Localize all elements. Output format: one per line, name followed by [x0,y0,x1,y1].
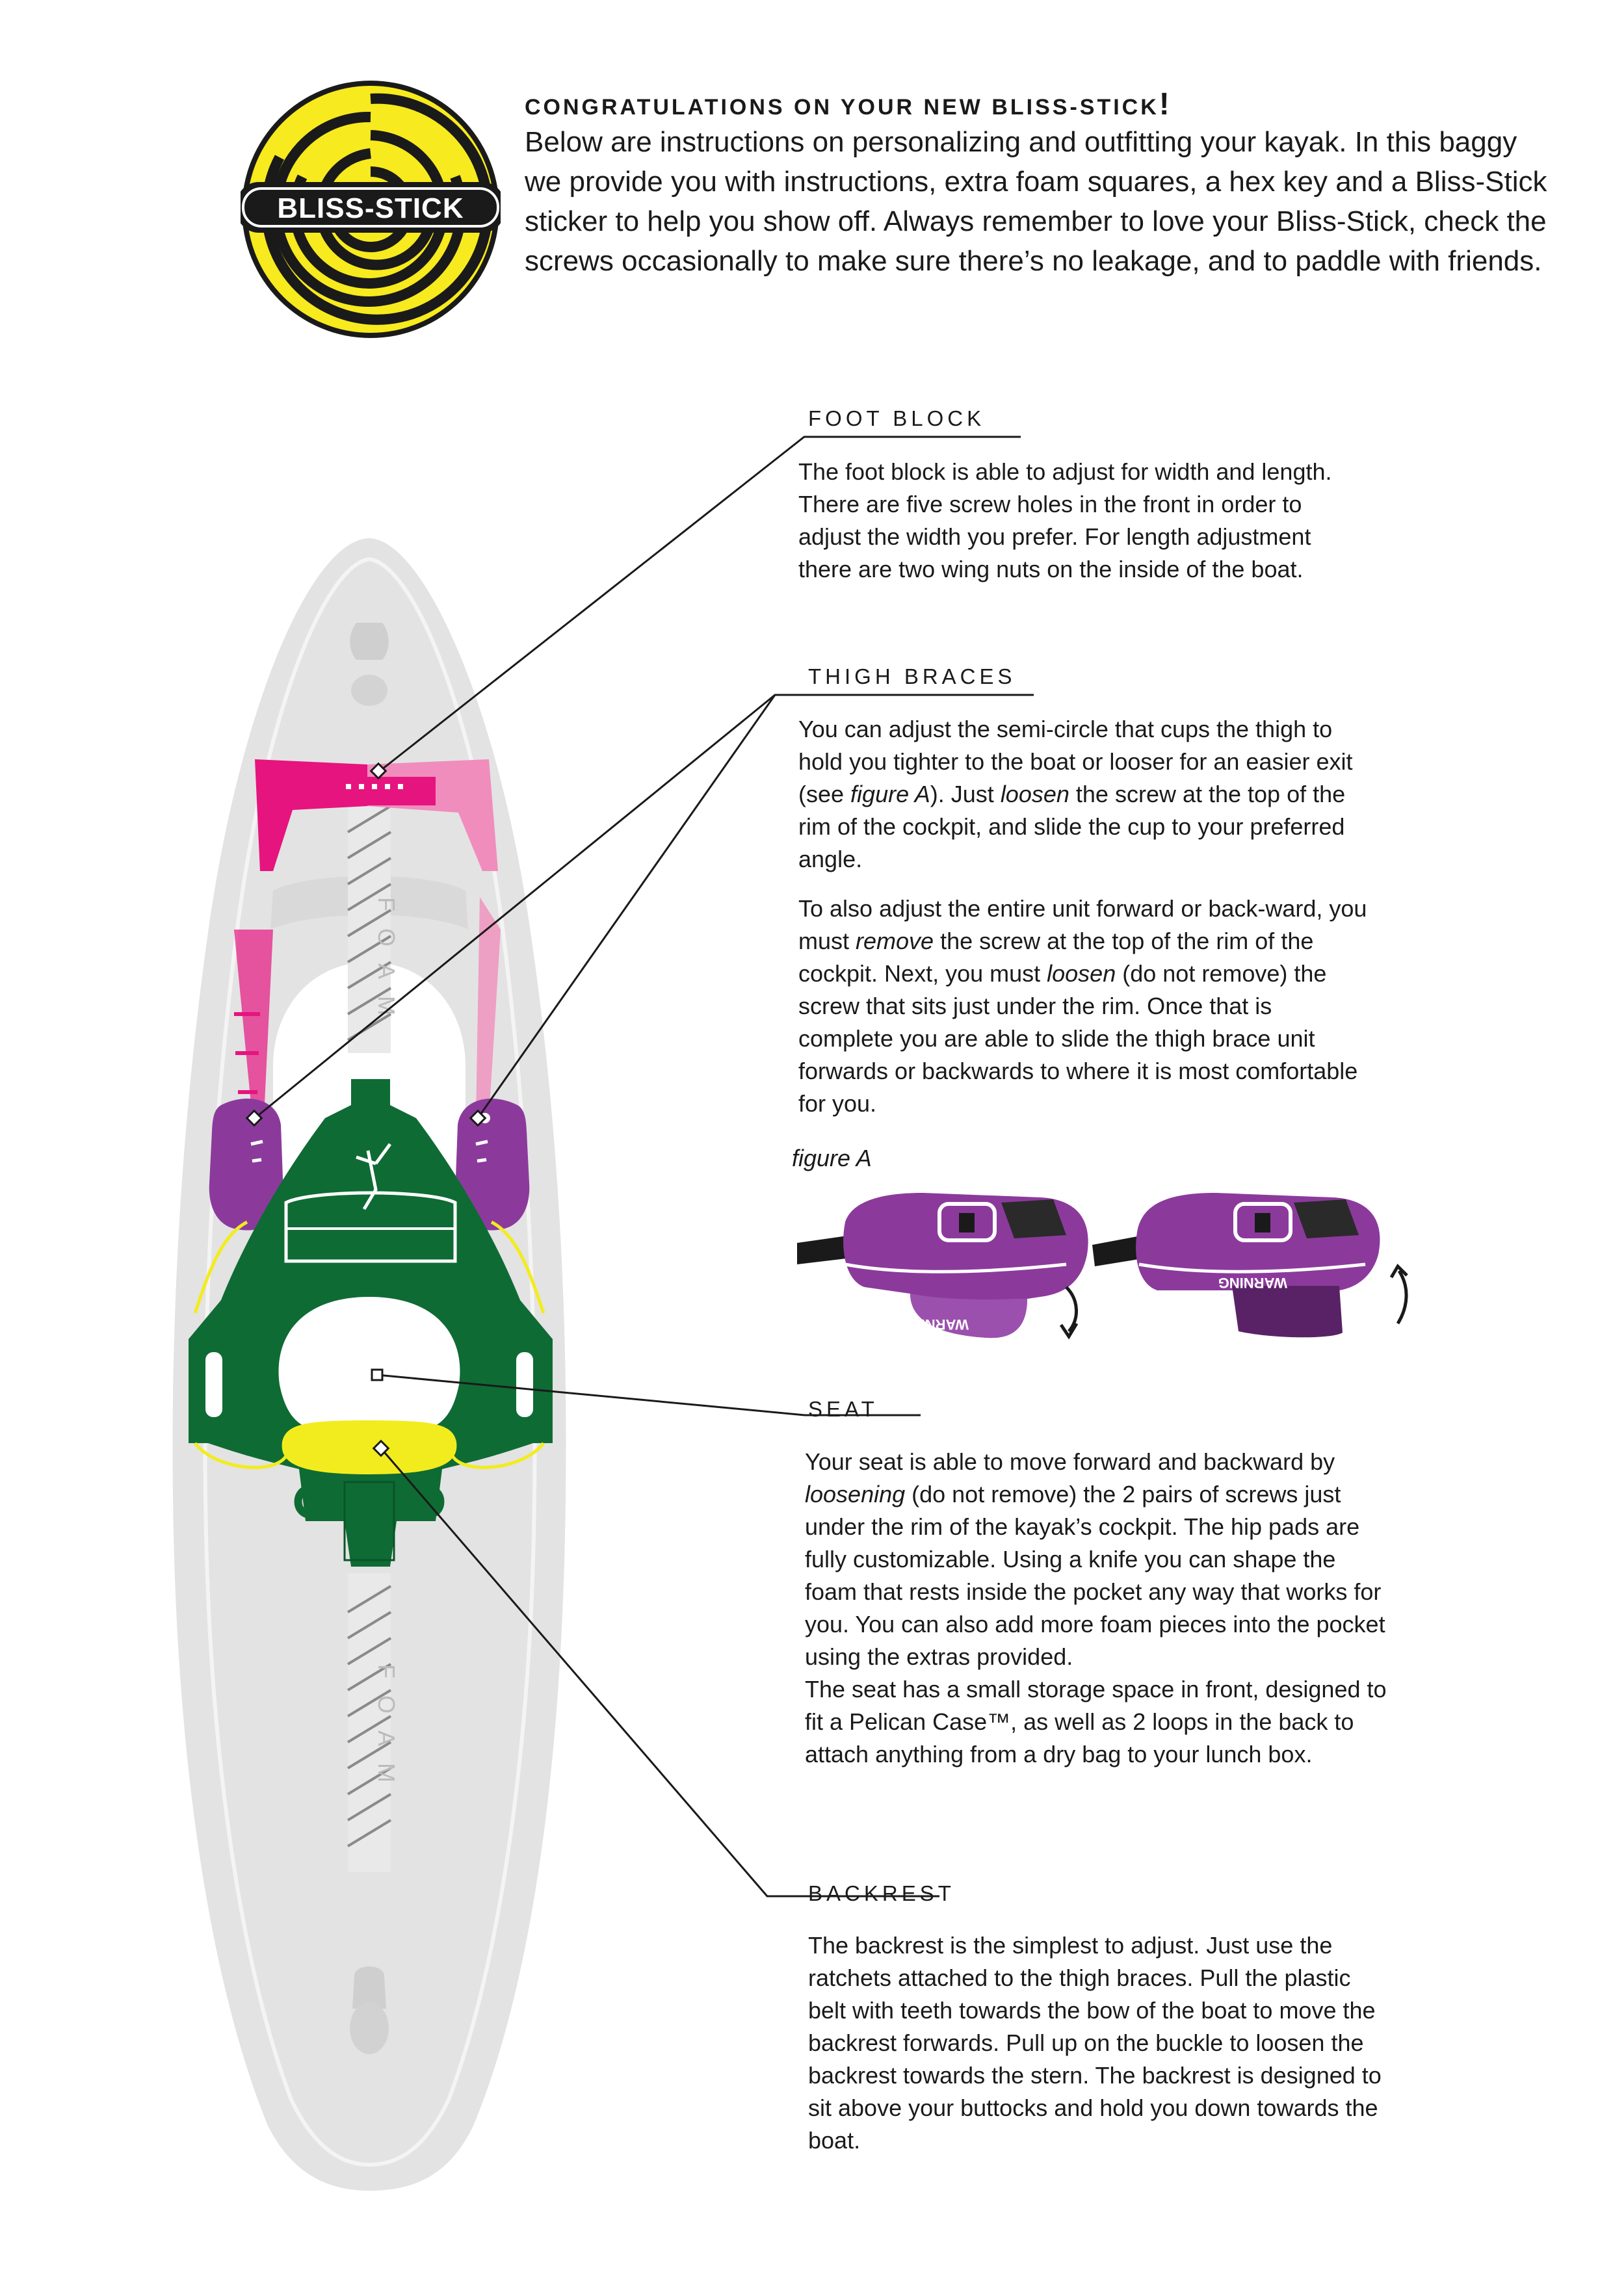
thigh-braces-p2: To also adjust the entire unit forward o… [798,893,1370,1120]
seat-label: SEAT [808,1397,878,1421]
intro-block: CONGRATULATIONS ON YOUR NEW BLISS-STICK!… [525,89,1552,281]
intro-body: Below are instructions on personalizing … [525,126,1547,277]
anchor-markers [245,762,487,1457]
foam-strip-front: FOAM [347,767,400,1053]
foot-block-body: The foot block is able to adjust for wid… [798,456,1370,603]
figure-a-brace-right: WARNING [1092,1193,1408,1338]
foot-block [234,759,501,1144]
thigh-p1-part: ). Just [930,781,1001,807]
leader-lines [254,436,1034,1898]
figure-a-brace-left: WARNING [797,1193,1088,1340]
seat-loosening: loosening [805,1481,906,1507]
intro-heading-exclamation: ! [1159,87,1170,122]
intro-heading: CONGRATULATIONS ON YOUR NEW BLISS-STICK! [525,89,1552,121]
logo-wordmark: BLISS-STICK [277,192,464,224]
figure-a-warning-left: WARNING [900,1316,969,1333]
backrest-text: The backrest is the simplest to adjust. … [808,1932,1382,2154]
backrest-label: BACKREST [808,1881,955,1905]
bliss-stick-logo: BLISS-STICK [241,81,501,338]
thigh-p1-part: the screw at the top of the rim of the c… [798,781,1346,872]
thigh-p2-part: To also adjust the entire unit forward o… [798,895,1367,954]
seat [189,1079,553,1567]
thigh-p2-part: the screw at the top of the rim of the c… [798,928,1314,987]
thigh-braces-p1: You can adjust the semi-circle that cups… [798,713,1370,876]
thigh-p2-remove: remove [856,928,934,954]
seat-p1-part: (do not remove) the 2 pairs of screws ju… [805,1481,1385,1670]
backrest-body: The backrest is the simplest to adjust. … [808,1929,1393,2174]
figure-a-label: figure A [792,1145,872,1171]
seat-p1: Your seat is able to move forward and ba… [805,1446,1390,1673]
thigh-p2-part: (do not remove) the screw that sits just… [798,960,1358,1117]
thigh-p2-loosen: loosen [1047,960,1116,987]
thigh-braces-body: You can adjust the semi-circle that cups… [798,713,1370,1137]
intro-heading-text: CONGRATULATIONS ON YOUR NEW BLISS-STICK [525,95,1159,120]
seat-p1-part: Your seat is able to move forward and ba… [805,1448,1335,1475]
foot-block-text: The foot block is able to adjust for wid… [798,458,1332,582]
thigh-braces-label: THIGH BRACES [808,664,1016,688]
foot-block-label: FOOT BLOCK [808,406,986,430]
figure-a-warning-right: WARNING [1218,1275,1287,1291]
thigh-p1-loosen: loosen [1000,781,1069,807]
thigh-p1-figure-ref: figure A [850,781,930,807]
foam-strip-rear: FOAM [347,1573,400,1872]
seat-body: Your seat is able to move forward and ba… [805,1446,1390,1771]
seat-p2: The seat has a small storage space in fr… [805,1676,1387,1768]
thigh-p1-part: You can adjust the semi-circle that cups… [798,716,1353,807]
foam-label-rear: FOAM [373,1664,400,1799]
